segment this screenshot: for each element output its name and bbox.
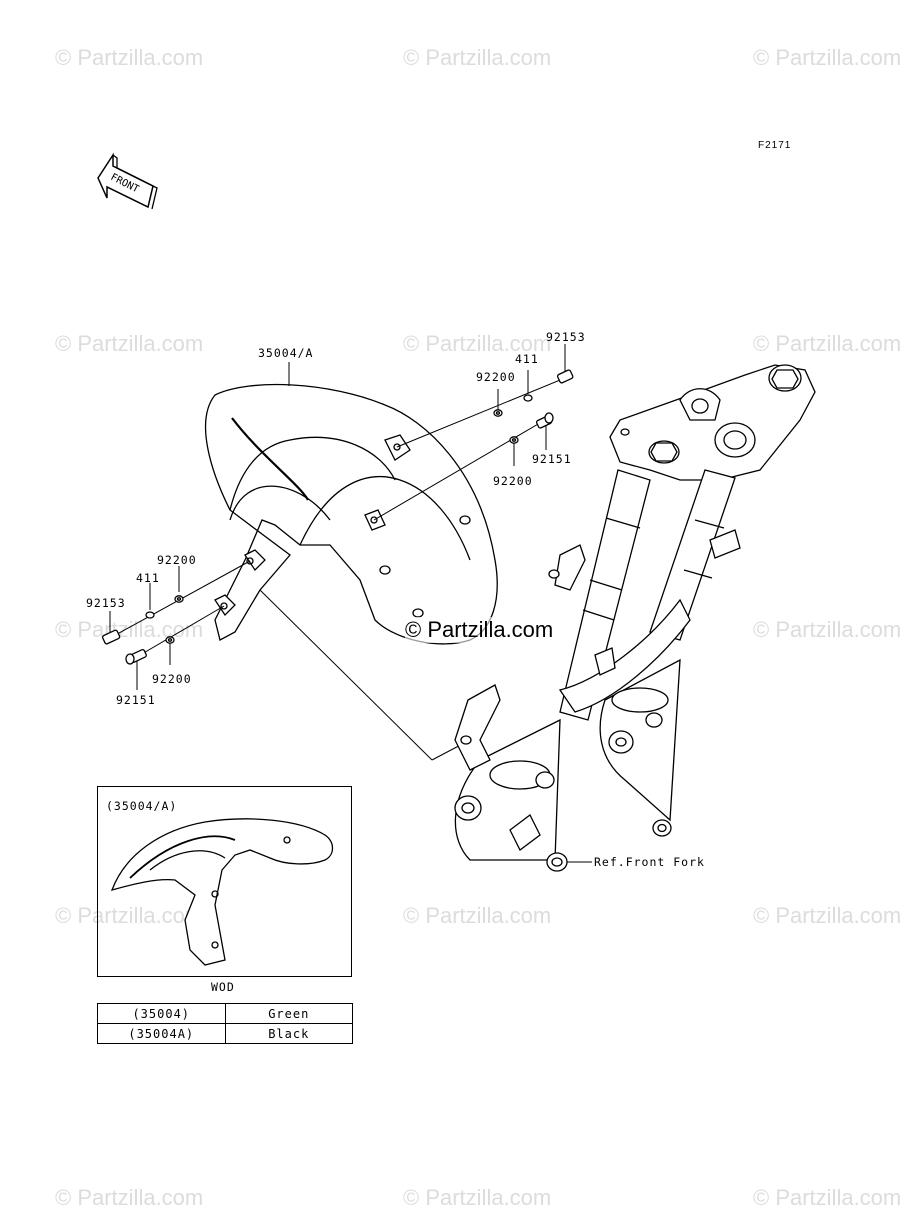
front-fender (204, 383, 498, 645)
front-fork-assembly (454, 364, 816, 872)
callout-fender: 35004/A (258, 346, 314, 360)
callout-92200-right-top: 92200 (476, 370, 516, 384)
fasteners-right (493, 369, 574, 444)
callout-front-fork-ref: Ref.Front Fork (594, 855, 705, 869)
table-cell-color: Green (224, 1003, 353, 1024)
color-table: (35004) Green (35004A) Black (97, 1003, 353, 1044)
fasteners-left (101, 595, 184, 665)
watermark: © Partzilla.com (753, 45, 902, 70)
legend-box: (35004/A) (97, 786, 352, 977)
watermark: © Partzilla.com (403, 903, 552, 928)
watermark: © Partzilla.com (55, 331, 204, 356)
callout-92200-right-bottom: 92200 (493, 474, 533, 488)
watermark: © Partzilla.com (753, 331, 902, 356)
legend-title: (35004/A) (106, 799, 178, 813)
watermark: © Partzilla.com (753, 617, 902, 642)
callout-92151-right: 92151 (532, 452, 572, 466)
callout-411-right: 411 (515, 352, 539, 366)
callout-92151-left: 92151 (116, 693, 156, 707)
callout-92153-left: 92153 (86, 596, 126, 610)
watermark: © Partzilla.com (55, 617, 204, 642)
callout-92200-left-bottom: 92200 (152, 672, 192, 686)
legend-fender-illustration (110, 818, 334, 966)
table-row: (35004) Green (97, 1003, 353, 1024)
leader-lines (109, 344, 592, 863)
table-row: (35004A) Black (97, 1023, 353, 1044)
callout-92200-left-top: 92200 (157, 553, 197, 567)
watermark: © Partzilla.com (403, 45, 552, 70)
table-cell-color: Black (224, 1023, 353, 1044)
front-arrow-icon: FRONT (97, 152, 158, 210)
watermark: © Partzilla.com (753, 903, 902, 928)
table-cell-part: (35004A) (97, 1023, 226, 1044)
watermark: © Partzilla.com (55, 903, 204, 928)
callout-411-left: 411 (136, 571, 160, 585)
legend-caption: WOD (211, 980, 235, 994)
figure-code: F2171 (758, 140, 792, 151)
callout-92153-right: 92153 (546, 330, 586, 344)
watermark: © Partzilla.com (403, 331, 552, 356)
watermark: © Partzilla.com (55, 45, 204, 70)
watermark-center: © Partzilla.com (405, 617, 554, 643)
table-cell-part: (35004) (97, 1003, 226, 1024)
